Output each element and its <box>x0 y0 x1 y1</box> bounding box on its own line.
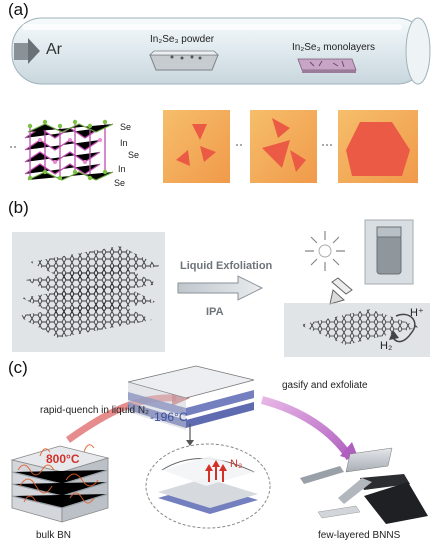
exfoliation-arrow-icon <box>177 275 264 301</box>
temp-hot-label: 800°C <box>46 452 80 466</box>
light-source-icon <box>305 231 353 305</box>
powder-boat <box>149 50 219 71</box>
panel-label-b: (b) <box>8 198 29 217</box>
photocatalysis-sheet <box>284 303 430 357</box>
atom-label-se-1: Se <box>120 122 132 132</box>
hydrogen-cycle-arrow-icon <box>389 313 416 343</box>
n2-arrows-icon <box>205 460 227 482</box>
substrate-chip <box>297 58 357 73</box>
dispersion-vial <box>364 219 414 285</box>
atom-label-in-1: In <box>120 138 128 148</box>
gas-label: Ar <box>46 41 62 58</box>
monolayer-label: In₂Se₃ monolayers <box>292 42 375 53</box>
gasify-label: gasify and exfoliate <box>282 380 368 391</box>
bnns-sheets <box>300 447 428 524</box>
bulk-bn-block <box>10 444 110 523</box>
quenched-stack <box>127 365 255 430</box>
argon-flow-arrow-icon <box>14 38 40 64</box>
panel-label-a: (a) <box>8 0 29 19</box>
n2-label: N₂ <box>230 458 243 470</box>
expanding-layers <box>158 456 258 514</box>
panel-label-c: (c) <box>8 358 28 377</box>
powder-label: In₂Se₃ powder <box>150 34 215 45</box>
graphene-stack-panel <box>12 232 165 352</box>
ipa-label: IPA <box>206 306 224 318</box>
quench-label: rapid-quench in liquid N₂ <box>40 405 149 416</box>
flake-image-2 <box>250 110 317 183</box>
h2-label: H₂ <box>380 340 393 352</box>
atom-label-se-3: Se <box>114 178 126 188</box>
liquid-exfoliation-label: Liquid Exfoliation <box>180 260 273 272</box>
atom-label-se-2: Se <box>128 150 140 160</box>
crystal-structure <box>24 119 114 181</box>
temp-cold-label: -196°C <box>150 410 188 424</box>
zoom-ellipse <box>145 443 271 529</box>
flake-image-3 <box>338 110 418 183</box>
exfoliate-arrow-icon <box>260 396 354 461</box>
sequence-arrows <box>10 144 332 148</box>
bulk-bn-label: bulk BN <box>36 530 72 541</box>
few-layer-label: few-layered BNNS <box>318 530 401 541</box>
h-plus-label: H⁺ <box>410 307 424 319</box>
atom-label-in-2: In <box>118 164 126 174</box>
flake-image-1 <box>163 110 230 183</box>
